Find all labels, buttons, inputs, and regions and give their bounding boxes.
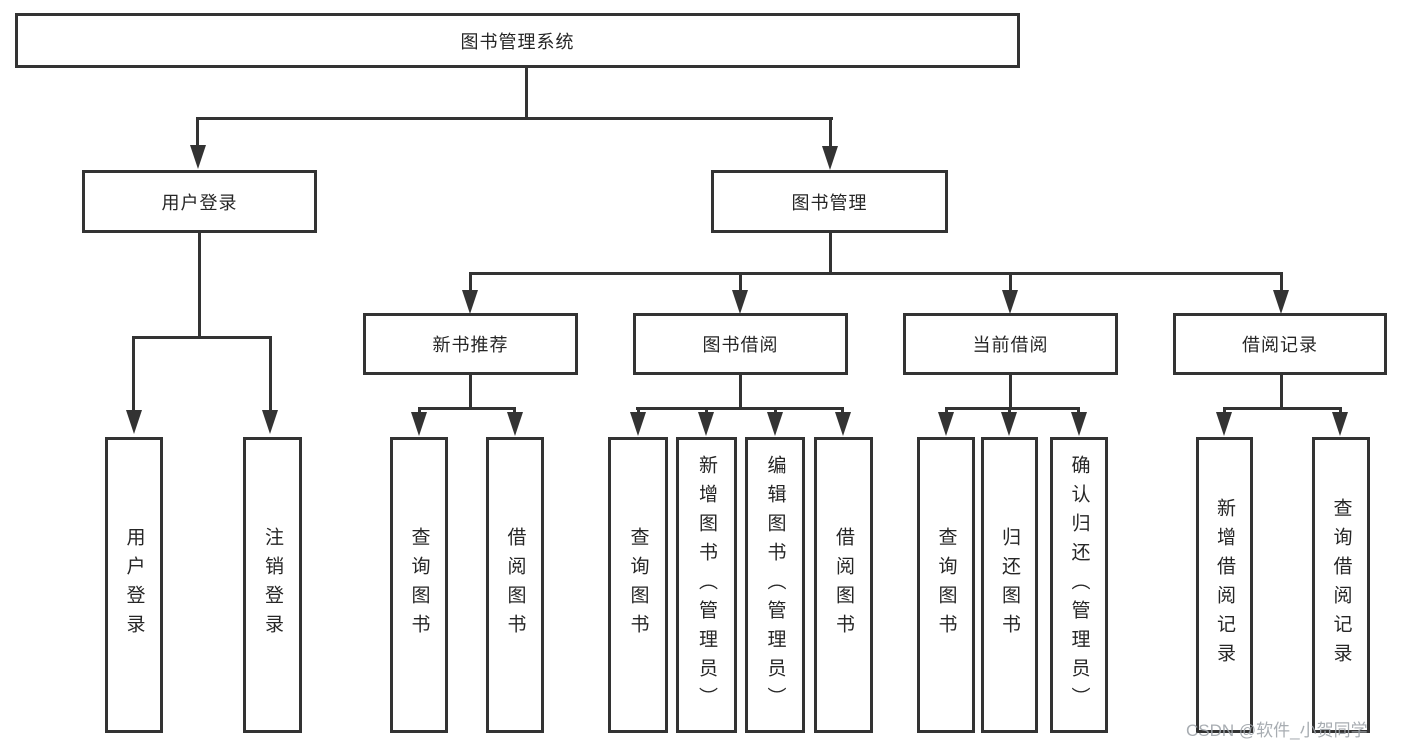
connector-borrowing-c4-stem <box>841 407 844 415</box>
node-leaf-add-borrow-record: 新增借阅记录 <box>1196 437 1253 733</box>
node-book-management-label: 图书管理 <box>791 192 868 213</box>
node-leaf-query-borrow-record: 查询借阅记录 <box>1312 437 1370 733</box>
node-leaf-query-borrow-record-label: 查询借阅记录 <box>1330 498 1352 672</box>
node-leaf-user-login: 用户登录 <box>105 437 163 733</box>
connector-user-login-trunk <box>198 233 201 338</box>
connector-recommend-c2-stem <box>513 407 516 415</box>
arrow-down-recommend-c1-icon <box>411 412 427 436</box>
node-leaf-add-borrow-record-label: 新增借阅记录 <box>1214 498 1235 672</box>
arrow-down-current-c3-icon <box>1071 412 1087 436</box>
node-borrowing-records: 借阅记录 <box>1173 313 1387 375</box>
connector-user-login-branch <box>132 336 272 339</box>
connector-root-trunk <box>525 68 528 119</box>
connector-current-branch <box>945 407 1080 410</box>
node-leaf-query-books-3: 查询图书 <box>917 437 975 733</box>
node-leaf-return-books: 归还图书 <box>981 437 1038 733</box>
connector-login-stem <box>132 336 135 411</box>
arrow-down-user-login-icon <box>190 145 206 169</box>
connector-recommend-c1-stem <box>418 407 421 415</box>
arrow-down-login-icon <box>126 410 142 434</box>
node-leaf-query-books-2: 查询图书 <box>608 437 668 733</box>
connector-borrowing-c1-stem <box>637 407 640 415</box>
connector-records-stem <box>1280 272 1283 292</box>
node-leaf-borrow-books-2-label: 借阅图书 <box>833 527 854 643</box>
node-leaf-edit-books-admin: 编辑图书（管理员） <box>745 437 805 733</box>
node-current-borrowing-label: 当前借阅 <box>972 335 1049 355</box>
arrow-down-borrowing-icon <box>732 290 748 314</box>
arrow-down-borrowing-c2-icon <box>698 412 714 436</box>
node-user-login: 用户登录 <box>82 170 317 233</box>
node-leaf-query-books-2-label: 查询图书 <box>627 527 649 643</box>
connector-current-c2-stem <box>1008 407 1011 415</box>
connector-records-trunk <box>1280 375 1283 409</box>
connector-borrowing-c2-stem <box>705 407 708 415</box>
csdn-watermark: CSDN @软件_小贺同学 <box>1186 721 1368 740</box>
connector-current-trunk <box>1009 375 1012 409</box>
connector-current-c3-stem <box>1077 407 1080 415</box>
node-borrowing-records-label: 借阅记录 <box>1242 335 1318 355</box>
connector-records-c2-stem <box>1339 407 1342 415</box>
node-book-borrowing-label: 图书借阅 <box>702 335 779 355</box>
arrow-down-current-icon <box>1002 290 1018 314</box>
arrow-down-current-c1-icon <box>938 412 954 436</box>
connector-borrowing-trunk <box>739 375 742 409</box>
arrow-down-borrowing-c4-icon <box>835 412 851 436</box>
node-leaf-confirm-return-admin: 确认归还（管理员） <box>1050 437 1108 733</box>
arrow-down-borrowing-c1-icon <box>630 412 646 436</box>
connector-user-login-stem <box>196 117 199 146</box>
arrow-down-records-icon <box>1273 290 1289 314</box>
arrow-down-logout-icon <box>262 410 278 434</box>
node-library-system: 图书管理系统 <box>15 13 1020 68</box>
node-book-borrowing: 图书借阅 <box>633 313 848 375</box>
connector-book-mgmt-trunk <box>829 233 832 274</box>
node-leaf-add-books-admin-label: 新增图书（管理员） <box>696 454 717 716</box>
node-leaf-query-books-1: 查询图书 <box>390 437 448 733</box>
node-leaf-confirm-return-admin-label: 确认归还（管理员） <box>1068 454 1090 716</box>
connector-records-c1-stem <box>1223 407 1226 415</box>
connector-borrowing-stem <box>739 272 742 292</box>
connector-borrowing-branch <box>636 407 844 410</box>
node-new-book-recommend: 新书推荐 <box>363 313 578 375</box>
node-library-system-label: 图书管理系统 <box>460 31 575 52</box>
connector-recommend-branch <box>418 407 516 410</box>
connector-current-stem <box>1009 272 1012 292</box>
arrow-down-records-c2-icon <box>1332 412 1348 436</box>
connector-records-branch <box>1223 407 1342 410</box>
arrow-down-book-mgmt-icon <box>822 146 838 170</box>
node-leaf-query-books-1-label: 查询图书 <box>408 527 430 643</box>
connector-book-mgmt-stem <box>829 117 832 147</box>
arrow-down-records-c1-icon <box>1216 412 1232 436</box>
node-leaf-borrow-books-2: 借阅图书 <box>814 437 873 733</box>
node-leaf-user-login-label: 用户登录 <box>123 527 145 643</box>
node-leaf-add-books-admin: 新增图书（管理员） <box>676 437 737 733</box>
node-leaf-borrow-books-1-label: 借阅图书 <box>504 527 526 643</box>
connector-new-books-stem <box>469 272 472 292</box>
node-leaf-borrow-books-1: 借阅图书 <box>486 437 544 733</box>
node-book-management: 图书管理 <box>711 170 948 233</box>
node-leaf-logout: 注销登录 <box>243 437 302 733</box>
node-current-borrowing: 当前借阅 <box>903 313 1118 375</box>
node-leaf-query-books-3-label: 查询图书 <box>935 527 957 643</box>
connector-borrowing-c3-stem <box>774 407 777 415</box>
node-user-login-label: 用户登录 <box>161 192 238 213</box>
arrow-down-current-c2-icon <box>1001 412 1017 436</box>
connector-recommend-trunk <box>469 375 472 409</box>
node-new-book-recommend-label: 新书推荐 <box>432 335 509 355</box>
connector-level3-branch <box>469 272 1283 275</box>
arrow-down-recommend-c2-icon <box>507 412 523 436</box>
connector-logout-stem <box>269 336 272 411</box>
node-leaf-return-books-label: 归还图书 <box>999 527 1020 643</box>
connector-current-c1-stem <box>945 407 948 415</box>
node-leaf-logout-label: 注销登录 <box>262 527 283 643</box>
arrow-down-new-books-icon <box>462 290 478 314</box>
node-leaf-edit-books-admin-label: 编辑图书（管理员） <box>764 454 786 716</box>
connector-level2-branch <box>196 117 833 120</box>
arrow-down-borrowing-c3-icon <box>767 412 783 436</box>
